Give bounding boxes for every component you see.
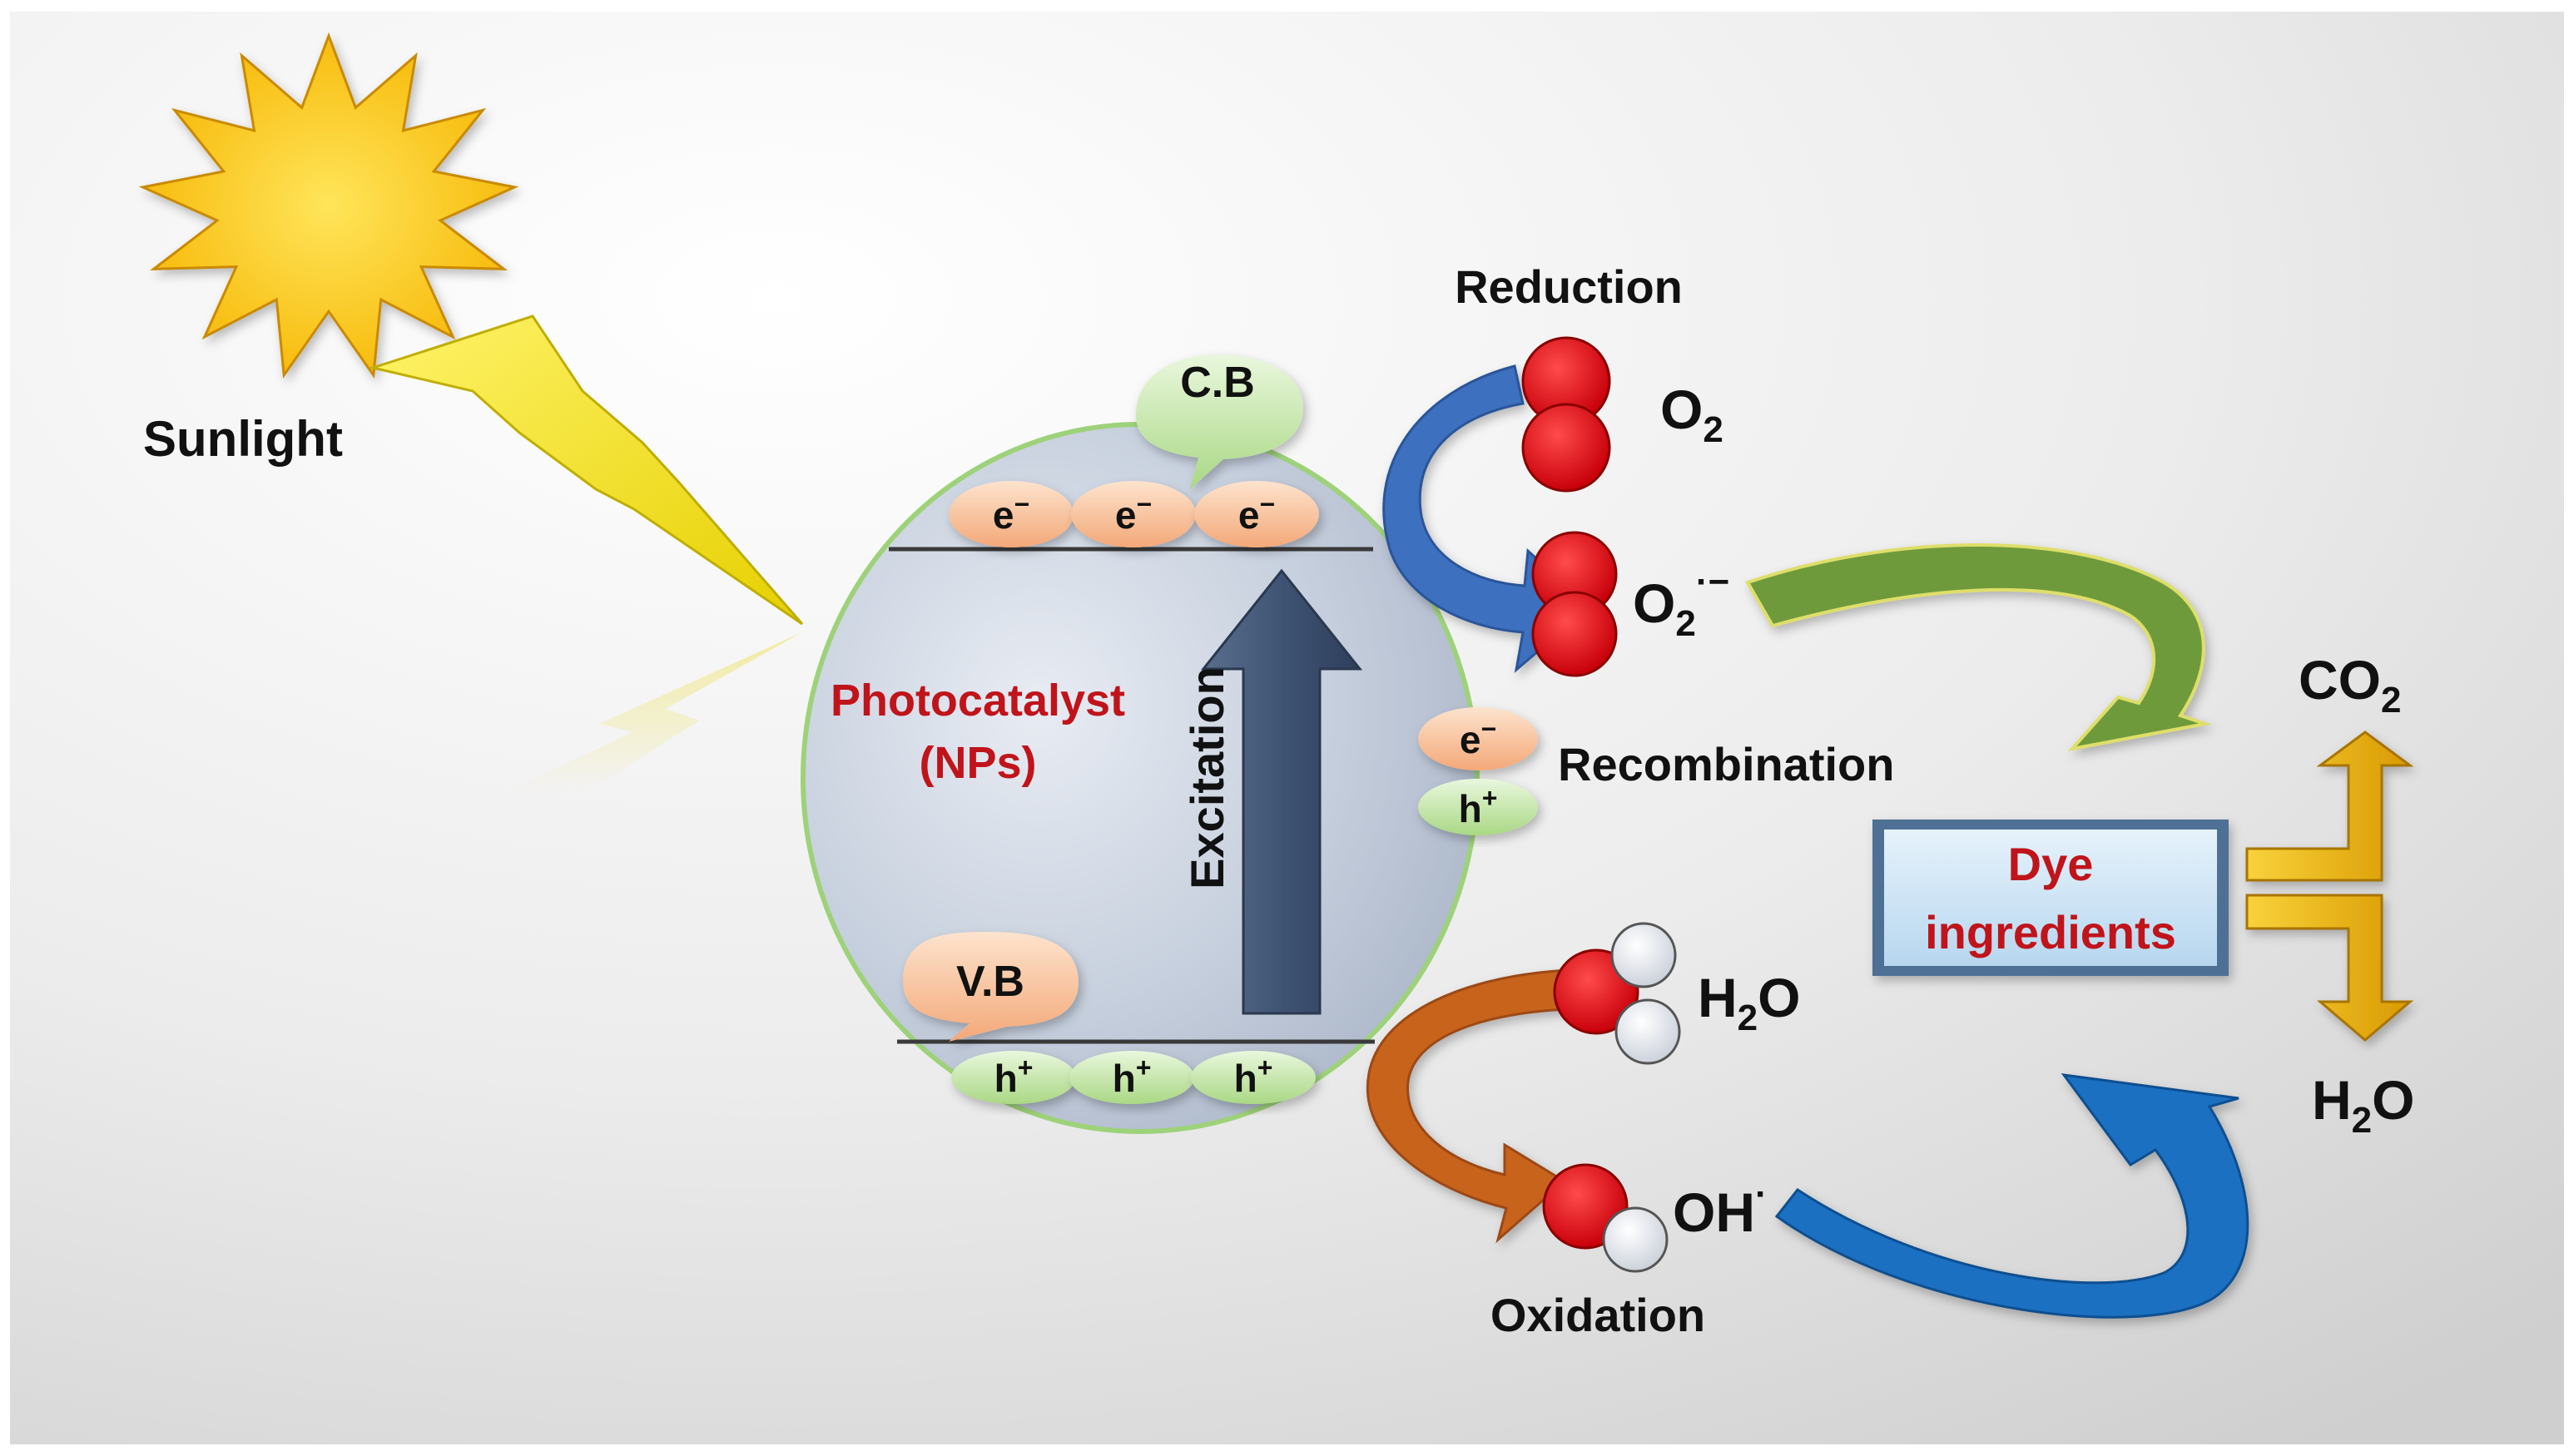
sun-icon xyxy=(138,32,519,379)
hydroxyl-icon xyxy=(1542,1163,1669,1273)
hole-symbol: h xyxy=(1459,787,1482,830)
svg-text:h+: h+ xyxy=(994,1052,1034,1100)
dye-ingredients-label: ingredients xyxy=(1925,906,2176,958)
superoxide-molecule-icon xyxy=(1531,531,1618,677)
svg-text:e−: e− xyxy=(1115,489,1152,537)
sunlight-label: Sunlight xyxy=(143,411,343,467)
hole-vb-1: h+ xyxy=(951,1051,1076,1104)
hole-symbol: h xyxy=(1113,1057,1136,1100)
recombination-electron: e− xyxy=(1418,707,1538,770)
conduction-band-label: C.B xyxy=(1180,359,1255,407)
electron-charge: − xyxy=(1259,489,1275,519)
superoxide-to-dye-arrow xyxy=(1745,543,2212,752)
svg-text:e−: e− xyxy=(993,489,1029,537)
valence-band-bubble xyxy=(903,932,1079,1042)
electron-symbol: e xyxy=(1238,493,1260,537)
hole-charge: + xyxy=(1136,1052,1152,1082)
photocatalyst-np-label: (NPs) xyxy=(919,738,1036,788)
electron-cb-2: e− xyxy=(1071,481,1196,547)
superoxide-label: O2·− xyxy=(1633,562,1729,644)
water-molecule-icon xyxy=(1553,922,1681,1065)
reduction-label: Reduction xyxy=(1455,260,1683,313)
co2-product-arrow xyxy=(2245,730,2414,882)
electron-symbol: e xyxy=(1460,718,1481,761)
dye-label: Dye xyxy=(2008,838,2094,890)
water-label: H2O xyxy=(1698,967,1801,1038)
hole-vb-2: h+ xyxy=(1069,1051,1194,1104)
svg-text:h+: h+ xyxy=(1113,1052,1152,1100)
photocatalyst-label: Photocatalyst xyxy=(831,676,1125,726)
hole-vb-3: h+ xyxy=(1191,1051,1316,1104)
electron-charge: − xyxy=(1014,489,1029,519)
svg-text:h+: h+ xyxy=(1459,783,1498,830)
recombination-hole: h+ xyxy=(1418,779,1538,835)
oxidation-arrow xyxy=(1366,968,1599,1244)
recombination-label: Recombination xyxy=(1558,738,1894,790)
electron-symbol: e xyxy=(993,493,1014,537)
electron-charge: − xyxy=(1136,489,1152,519)
conduction-band-bubble xyxy=(1136,354,1303,489)
svg-text:e−: e− xyxy=(1238,489,1275,537)
hydroxyl-label: OH· xyxy=(1673,1174,1768,1243)
svg-text:h+: h+ xyxy=(1234,1052,1273,1100)
product-water-label: H2O xyxy=(2312,1069,2415,1141)
electron-charge: − xyxy=(1480,714,1496,744)
svg-text:e−: e− xyxy=(1460,714,1496,761)
excitation-arrow xyxy=(1200,568,1363,1015)
oxygen-molecule-icon xyxy=(1521,336,1611,493)
electron-cb-3: e− xyxy=(1194,481,1319,547)
h2o-product-arrow xyxy=(2245,894,2414,1042)
lightning-reflection-icon xyxy=(509,632,802,792)
o2-label: O2 xyxy=(1660,379,1723,450)
co2-label: CO2 xyxy=(2299,649,2401,721)
dye-ingredients-box xyxy=(1872,820,2229,976)
hole-charge: + xyxy=(1482,783,1498,813)
valence-band-label: V.B xyxy=(956,958,1024,1006)
excitation-label: Excitation xyxy=(1181,666,1233,889)
hole-symbol: h xyxy=(994,1057,1018,1100)
electron-symbol: e xyxy=(1115,493,1137,537)
electron-cb-1: e− xyxy=(949,481,1074,547)
hydroxyl-to-dye-arrow xyxy=(1774,1073,2249,1319)
oxidation-label: Oxidation xyxy=(1490,1289,1705,1341)
hole-charge: + xyxy=(1257,1052,1273,1082)
lightning-bolt-icon xyxy=(368,314,804,626)
hole-symbol: h xyxy=(1234,1057,1257,1100)
hole-charge: + xyxy=(1018,1052,1034,1082)
